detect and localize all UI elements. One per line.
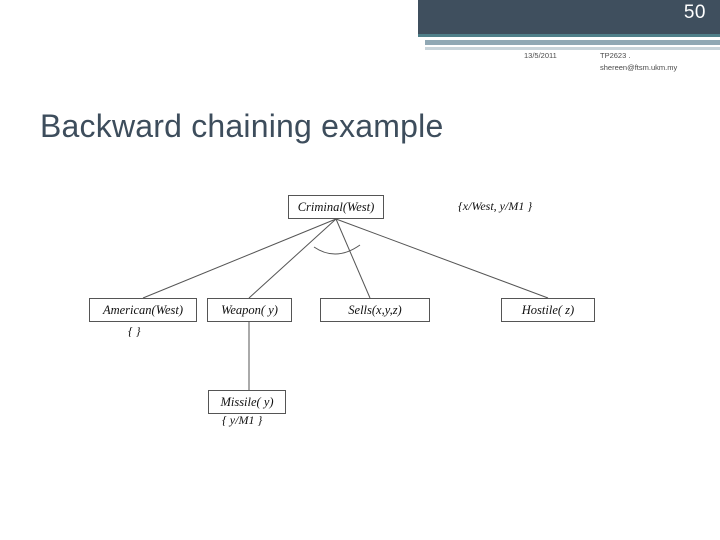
substitution-missile: { y/M1 } — [222, 413, 263, 427]
node-american-label: American(West) — [102, 302, 184, 317]
node-hostile: Hostile( z) — [501, 298, 595, 322]
node-american: American(West) — [89, 298, 197, 322]
node-criminal: Criminal(West) — [288, 195, 384, 219]
header-accent-bar-medium — [425, 40, 720, 45]
header-band-white-cut — [0, 0, 418, 34]
node-missile: Missile( y) — [208, 390, 286, 414]
node-missile-label: Missile( y) — [220, 394, 274, 409]
course-code: TP2623 . — [600, 51, 631, 60]
node-weapon: Weapon( y) — [207, 298, 292, 322]
substitution-root: {x/West, y/M1 } — [458, 199, 533, 213]
page-title: Backward chaining example — [40, 108, 444, 144]
slide-date: 13/5/2011 — [524, 51, 557, 60]
substitution-american: { } — [128, 324, 141, 338]
node-sells-label: Sells(x,y,z) — [348, 302, 402, 317]
node-sells: Sells(x,y,z) — [320, 298, 430, 322]
node-hostile-label: Hostile( z) — [521, 302, 575, 317]
node-weapon-label: Weapon( y) — [221, 302, 278, 317]
author-email: shereen@ftsm.ukm.my — [600, 63, 678, 72]
slide-number: 50 — [683, 2, 706, 23]
header-accent-bar-light — [425, 47, 720, 50]
header-white-rule — [0, 34, 418, 37]
node-criminal-label: Criminal(West) — [297, 199, 375, 214]
